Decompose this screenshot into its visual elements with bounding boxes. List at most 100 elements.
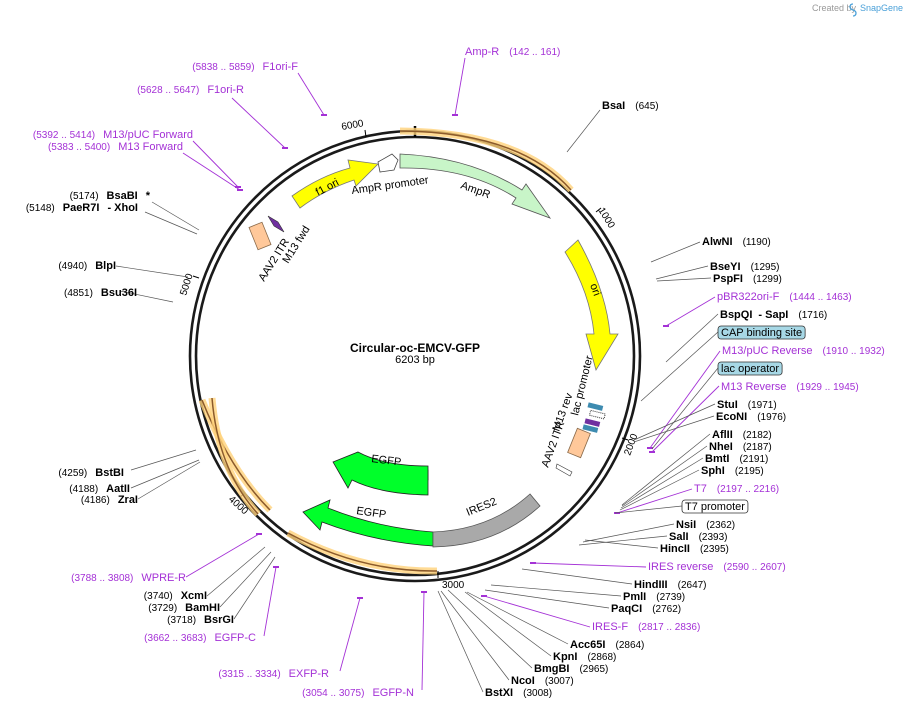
feature-aav2-itr-left[interactable] bbox=[248, 221, 272, 251]
label-position: (5628 .. 5647) bbox=[137, 85, 199, 96]
feature-ampr[interactable] bbox=[399, 153, 552, 219]
site-label-bmgbi[interactable]: BmgBI(2965) bbox=[534, 663, 608, 675]
site-label-bamhi[interactable]: BamHI(3729) bbox=[148, 602, 220, 614]
site-label-kpni[interactable]: KpnI(2868) bbox=[553, 651, 616, 663]
site-label-xcmi[interactable]: XcmI(3740) bbox=[144, 590, 207, 602]
site-label-bseyi[interactable]: BseYI(1295) bbox=[710, 261, 779, 273]
site-label-bstxi[interactable]: BstXI(3008) bbox=[485, 687, 552, 699]
site-label-acc65i[interactable]: Acc65I(2864) bbox=[570, 639, 644, 651]
label-name: EXFP-R bbox=[289, 668, 329, 680]
label-name: KpnI bbox=[553, 651, 577, 663]
site-label-bsu36i[interactable]: Bsu36I(4851) bbox=[64, 287, 137, 299]
site-label-paer7i[interactable]: PaeR7I(5148)- XhoI bbox=[26, 202, 138, 214]
primer-label-f1ori-r[interactable]: F1ori-R(5628 .. 5647) bbox=[137, 84, 244, 96]
leader-ncoi bbox=[440, 590, 510, 681]
label-extra: - XhoI bbox=[107, 202, 138, 214]
primer-label-m13-forward[interactable]: M13 Forward(5383 .. 5400) bbox=[48, 141, 183, 153]
site-label-sali[interactable]: SalI(2393) bbox=[669, 531, 727, 543]
feature-ori[interactable] bbox=[564, 239, 619, 371]
label-position: (1910 .. 1932) bbox=[822, 346, 884, 357]
site-label-ncoi[interactable]: NcoI(3007) bbox=[511, 675, 574, 687]
primer-label-t7[interactable]: T7 (2197 .. 2216) bbox=[694, 483, 779, 495]
site-label-pspfi[interactable]: PspFI(1299) bbox=[713, 273, 782, 285]
label-position: (142 .. 161) bbox=[509, 47, 560, 58]
primer-label-amp-r[interactable]: Amp-R(142 .. 161) bbox=[465, 46, 560, 58]
feature-ampr-promoter[interactable] bbox=[377, 153, 399, 173]
label-extra: - SapI bbox=[758, 309, 788, 321]
site-label-stui[interactable]: StuI(1971) bbox=[717, 399, 777, 411]
label-position: (2362) bbox=[706, 520, 735, 531]
primer-label-egfp-c[interactable]: EGFP-C(3662 .. 3683) bbox=[144, 632, 256, 644]
label-name: PaqCI bbox=[611, 603, 642, 615]
primer-label-m13-reverse[interactable]: M13 Reverse(1929 .. 1945) bbox=[721, 381, 859, 393]
leader-sphi bbox=[619, 469, 700, 511]
label-name: WPRE-R bbox=[141, 572, 186, 584]
label-name: PspFI bbox=[713, 273, 743, 285]
label-name: T7 bbox=[694, 483, 707, 495]
site-label-bsabi[interactable]: BsaBI(5174)* bbox=[70, 190, 151, 202]
leader-xcmi bbox=[206, 546, 266, 597]
site-label-aflii[interactable]: AflII(2182) bbox=[712, 429, 772, 441]
leader-pbr322ori-f bbox=[665, 296, 716, 327]
tick-2000 bbox=[621, 437, 629, 441]
primer-label-wpre-r[interactable]: WPRE-R(3788 .. 3808) bbox=[71, 572, 186, 584]
site-label-bspqi[interactable]: BspQI(1716)- SapI bbox=[720, 309, 827, 321]
tick-label-3000: 3000 bbox=[442, 580, 465, 591]
leader-paer7i bbox=[144, 211, 198, 235]
site-label-pmli[interactable]: PmlI(2739) bbox=[623, 591, 685, 603]
primer-label-pbr322ori-f[interactable]: pBR322ori-F(1444 .. 1463) bbox=[717, 291, 852, 303]
site-label-hincii[interactable]: HincII(2395) bbox=[660, 543, 729, 555]
feature-ires2[interactable] bbox=[432, 493, 541, 548]
feature-box-lac-operator[interactable]: lac operator bbox=[717, 361, 783, 376]
leader-bspqi bbox=[665, 313, 719, 363]
site-label-econi[interactable]: EcoNI(1976) bbox=[716, 411, 786, 423]
leader-t7-promoter bbox=[614, 505, 683, 514]
leader-ires-reverse bbox=[532, 562, 647, 568]
label-name: PmlI bbox=[623, 591, 646, 603]
site-label-paqci[interactable]: PaqCI(2762) bbox=[611, 603, 681, 615]
feature-f1-ori[interactable] bbox=[291, 159, 379, 209]
leader-lac-operator bbox=[651, 367, 719, 450]
feature-egfp-inner-body bbox=[332, 451, 429, 496]
leader-t7 bbox=[616, 488, 693, 514]
feature-box-t7-promoter[interactable]: T7 promoter bbox=[681, 499, 749, 514]
label-position: (1929 .. 1945) bbox=[796, 382, 858, 393]
site-label-nsii[interactable]: NsiI(2362) bbox=[676, 519, 735, 531]
site-label-blpi[interactable]: BlpI(4940) bbox=[58, 260, 116, 272]
label-name: M13 Forward bbox=[118, 141, 183, 153]
feature-m13-fwd[interactable] bbox=[267, 215, 285, 233]
label-position: (4186) bbox=[81, 495, 110, 506]
label-position: (5392 .. 5414) bbox=[33, 130, 95, 141]
features-group: AmpR AmpR promoter ori f1 ori EGFP EGFP … bbox=[248, 153, 619, 548]
feature-lac-promoter[interactable] bbox=[582, 424, 599, 433]
feature-label-egfp-outer: EGFP bbox=[356, 505, 387, 521]
primer-label-m13-puc-reverse[interactable]: M13/pUC Reverse(1910 .. 1932) bbox=[722, 345, 885, 357]
feature-m13-rev[interactable] bbox=[584, 418, 601, 427]
site-label-sphi[interactable]: SphI(2195) bbox=[701, 465, 764, 477]
label-position: (2197 .. 2216) bbox=[717, 484, 779, 495]
primer-label-m13-puc-forward[interactable]: M13/pUC Forward(5392 .. 5414) bbox=[33, 129, 193, 141]
site-label-alwni[interactable]: AlwNI(1190) bbox=[702, 236, 771, 248]
site-label-bsrgi[interactable]: BsrGI(3718) bbox=[167, 614, 234, 626]
site-label-nhei[interactable]: NheI(2187) bbox=[709, 441, 772, 453]
leader-m13-forward bbox=[182, 152, 241, 191]
primer-label-ires-reverse[interactable]: IRES reverse(2590 .. 2607) bbox=[648, 561, 786, 573]
label-name: Acc65I bbox=[570, 639, 605, 651]
site-label-aatii[interactable]: AatII(4188) bbox=[69, 483, 130, 495]
label-position: (2395) bbox=[700, 544, 729, 555]
leader-egfp-n bbox=[421, 591, 425, 691]
site-label-hindiii[interactable]: HindIII(2647) bbox=[634, 579, 707, 591]
site-label-zrai[interactable]: ZraI(4186) bbox=[81, 494, 138, 506]
feature-box-cap-binding-site[interactable]: CAP binding site bbox=[717, 325, 806, 340]
primer-label-f1ori-f[interactable]: F1ori-F(5838 .. 5859) bbox=[192, 61, 298, 73]
feature-aav2-itr-right[interactable] bbox=[567, 427, 591, 459]
site-label-bsai[interactable]: BsaI(645) bbox=[602, 100, 659, 112]
site-label-bmti[interactable]: BmtI(2191) bbox=[705, 453, 768, 465]
label-name: T7 promoter bbox=[685, 501, 745, 513]
site-label-bstbi[interactable]: BstBI(4259) bbox=[58, 467, 124, 479]
primer-label-exfp-r[interactable]: EXFP-R(3315 .. 3334) bbox=[218, 668, 329, 680]
primer-label-egfp-n[interactable]: EGFP-N(3054 .. 3075) bbox=[302, 687, 414, 699]
primer-label-ires-f[interactable]: IRES-F(2817 .. 2836) bbox=[592, 621, 700, 633]
